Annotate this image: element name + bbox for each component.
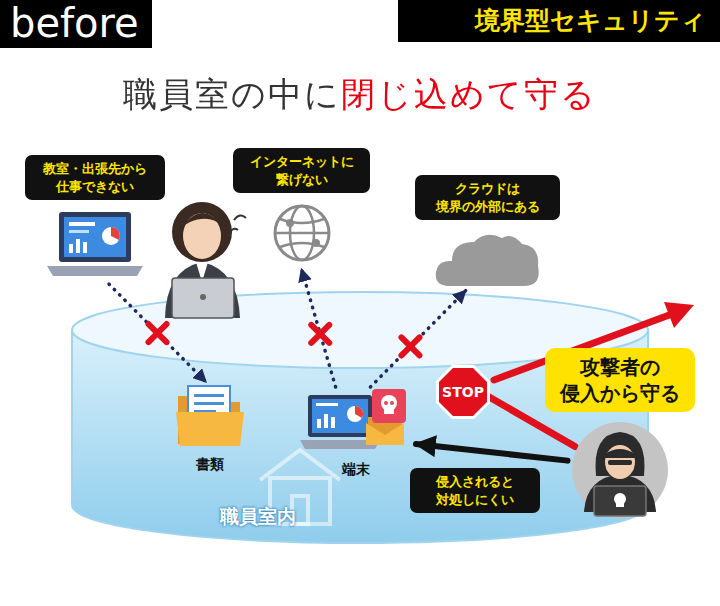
before-tag: before [0, 0, 152, 48]
svg-shape [174, 382, 246, 448]
rect-shape [194, 394, 224, 397]
path-shape [111, 227, 120, 240]
path-shape [280, 219, 324, 247]
rect-shape [76, 239, 80, 253]
rect-shape [608, 460, 632, 465]
defense-callout: 攻撃者の 侵入から守る [545, 348, 695, 412]
polygon-shape [664, 302, 694, 328]
blocked-link [302, 269, 336, 387]
rect-shape [69, 244, 73, 253]
room-label: 職員室内 [220, 504, 296, 530]
svg-shape [432, 228, 544, 290]
rect-shape [83, 242, 87, 253]
folder-icon [174, 382, 246, 452]
title: 職員室の中に閉じ込めて守る [123, 72, 597, 118]
icon-node: 書類 [170, 382, 250, 474]
problem-callout: 教室・出張先から 仕事できない [25, 155, 165, 200]
icon-node: 端末 [296, 387, 416, 479]
rect-shape [308, 395, 372, 437]
block-cross [401, 337, 419, 355]
problem-callout: インターネットに 繋げない [233, 148, 370, 193]
svg-shape [570, 420, 670, 520]
edge-callout: 侵入されると 対処しにくい [410, 468, 540, 513]
line-shape [275, 232, 329, 235]
path-shape [228, 229, 238, 236]
path-shape [183, 213, 222, 226]
icon-node: 教室・出張先から 仕事できない [25, 155, 165, 284]
terminal-icon [300, 387, 412, 457]
rect-shape [317, 419, 321, 428]
circle-shape [200, 294, 206, 300]
rect-shape [324, 414, 328, 428]
circle-shape [390, 401, 394, 405]
rect-shape [59, 212, 131, 262]
path-shape [355, 406, 363, 418]
intrusion-arrow [416, 444, 568, 461]
path-shape [234, 215, 246, 220]
attacker-icon [570, 420, 670, 524]
stop-sign: STOP [435, 364, 491, 420]
block-cross [311, 325, 329, 343]
circle-shape [102, 227, 120, 245]
rect-shape [316, 403, 338, 406]
circle-shape [312, 239, 320, 247]
rect-shape [64, 217, 126, 257]
circle-shape [275, 206, 329, 260]
svg-shape [45, 208, 145, 280]
circle-shape [347, 406, 363, 422]
circle-shape [172, 202, 232, 262]
path-shape [260, 450, 340, 480]
ellipse-shape [183, 213, 221, 259]
path-shape [47, 266, 143, 276]
cloud-icon [432, 228, 544, 294]
path-shape [366, 423, 404, 445]
blocked-link [109, 284, 206, 382]
rect-shape [616, 503, 624, 507]
item-label: 書類 [196, 456, 224, 474]
ellipse-shape [605, 445, 635, 479]
path-shape [435, 235, 538, 286]
block-cross [149, 324, 167, 342]
path-shape [176, 412, 244, 446]
icon-node: 攻撃者の 侵入から守る [545, 348, 695, 524]
circle-shape [572, 422, 668, 518]
icon-node: クラウドは 境界の外部にある [415, 175, 560, 294]
rect-shape [69, 222, 95, 226]
rect-shape [194, 402, 224, 405]
svg-shape [300, 387, 412, 453]
item-label: 端末 [342, 461, 370, 479]
stop-text: STOP [435, 364, 491, 420]
svg-shape [270, 201, 334, 265]
rect-shape [69, 230, 89, 233]
rect-shape [594, 486, 646, 516]
path-shape [165, 262, 240, 318]
polygon-shape [436, 365, 490, 419]
rect-shape [372, 389, 406, 423]
circle-shape [384, 401, 388, 405]
path-shape [605, 449, 635, 458]
rect-shape [331, 417, 335, 428]
category-bar: 境界型セキュリティ [398, 0, 720, 42]
rect-shape [384, 408, 394, 414]
globe-icon [270, 201, 334, 269]
rect-shape [172, 278, 234, 318]
icon-node: インターネットに 繋げない [233, 148, 370, 269]
problem-callout: クラウドは 境界の外部にある [415, 175, 560, 220]
rect-shape [312, 399, 368, 433]
circle-shape [286, 219, 294, 227]
worried-teacher [165, 202, 246, 318]
office-cylinder: 職員室内 書類 端末 [70, 290, 650, 550]
laptop-icon [45, 208, 145, 284]
